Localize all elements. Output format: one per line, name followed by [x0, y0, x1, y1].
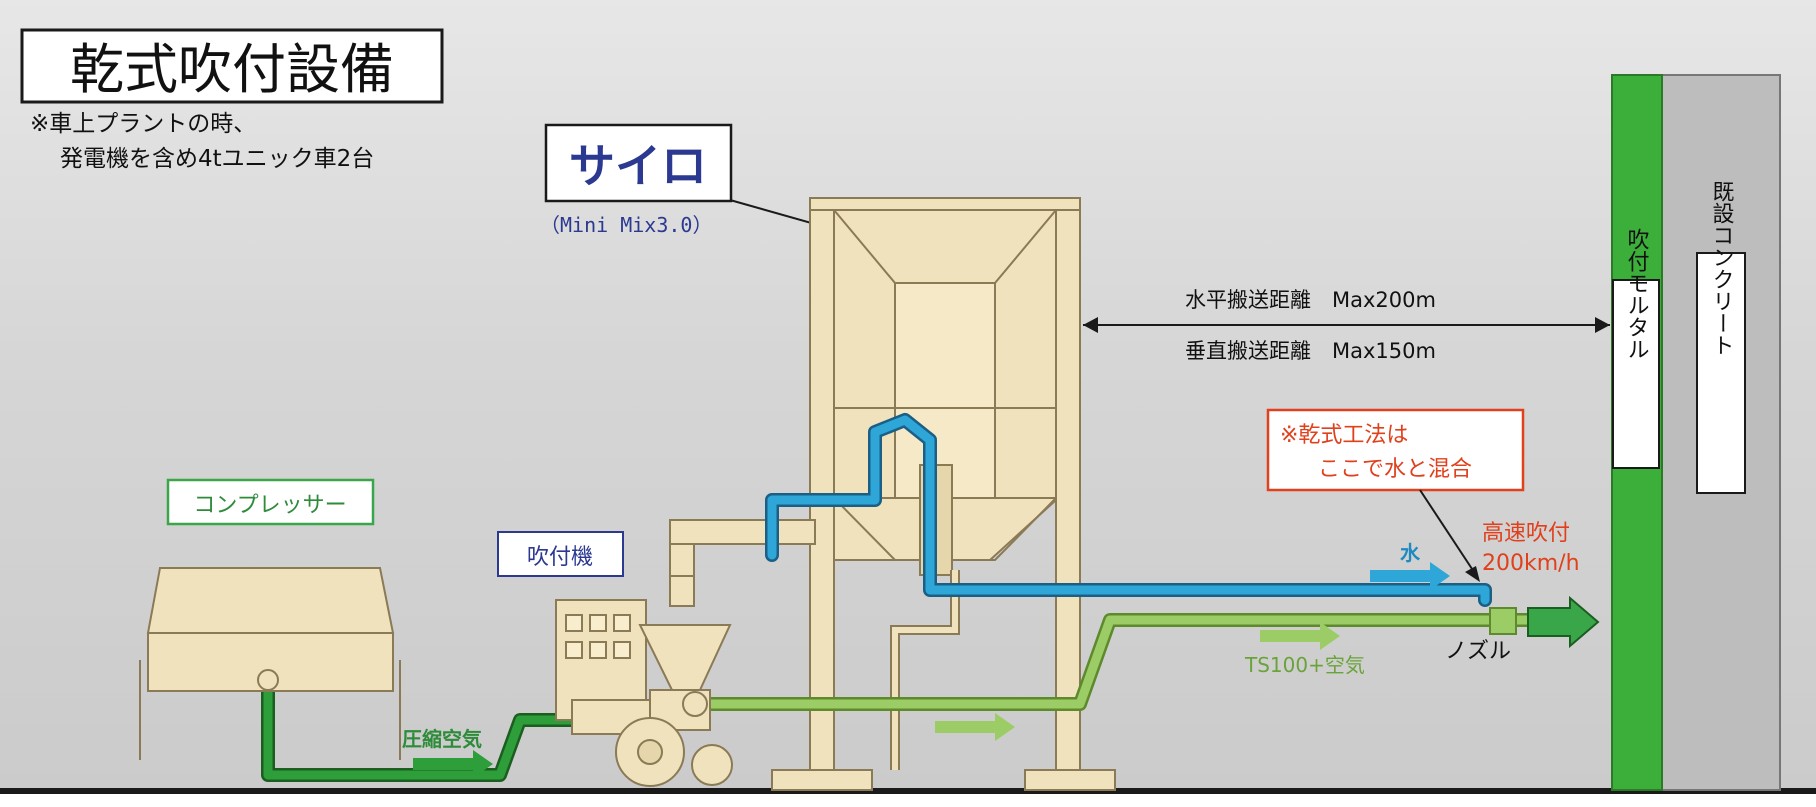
ground-line	[0, 788, 1816, 794]
silo-right-leg	[1055, 199, 1081, 776]
title-text: 乾式吹付設備	[70, 38, 394, 101]
title-box: 乾式吹付設備	[20, 28, 444, 104]
concrete-label-text: 既設コンクリート	[1709, 180, 1734, 356]
distance-double-arrow	[1083, 317, 1610, 333]
mortar-label-text: 吹付モルタル	[1624, 228, 1650, 360]
speed-label-line-2: 200km/h	[1482, 551, 1580, 576]
silo-top-rim	[809, 197, 1081, 211]
sprayer-outlet	[682, 691, 708, 717]
silo-label-box: サイロ	[544, 123, 733, 203]
silo-feed-pipe	[669, 575, 695, 607]
sprayer-machine	[555, 599, 733, 787]
water-flow-label: 水	[1400, 541, 1421, 565]
silo-structure	[669, 197, 1116, 791]
mortar-label-box: 吹付モルタル	[1612, 228, 1660, 469]
silo-right-foot	[1024, 769, 1116, 791]
nozzle	[1489, 595, 1600, 649]
vertical-distance-text: 垂直搬送距離 Max150m	[1185, 339, 1436, 363]
sprayer-label-box: 吹付機	[497, 531, 624, 577]
mixing-callout-line-1: ※乾式工法は	[1280, 423, 1408, 448]
compressor-label-box: コンプレッサー	[166, 478, 375, 526]
spray-arrow	[1527, 595, 1600, 649]
compressor-body	[146, 567, 395, 634]
speed-label-line-1: 高速吹付	[1482, 521, 1570, 546]
mixing-callout-line-2: ここで水と混合	[1318, 457, 1472, 482]
callout-pointer-line	[1419, 489, 1479, 579]
note-line-1: ※車上プラントの時、	[30, 111, 256, 137]
compressor-label-text: コンプレッサー	[193, 493, 346, 518]
concrete-label-box: 既設コンクリート	[1696, 180, 1746, 494]
silo-inner-panel	[894, 282, 996, 499]
note-line-2: 発電機を含め4tユニック車2台	[60, 146, 374, 172]
material-pipe	[700, 613, 1530, 711]
air-pipe	[261, 690, 580, 782]
compressor	[139, 567, 401, 760]
water-pipe	[765, 413, 1492, 607]
silo-discharge-pipe-h	[669, 519, 816, 545]
mixing-callout-box: ※乾式工法は ここで水と混合	[1266, 408, 1525, 492]
water-flow-arrow	[1370, 562, 1450, 590]
sprayer-label-text: 吹付機	[527, 545, 593, 570]
silo-label-text: サイロ	[569, 139, 707, 193]
air-flow-arrow	[413, 750, 493, 778]
horizontal-distance-text: 水平搬送距離 Max200m	[1185, 288, 1436, 312]
control-panel-buttons	[565, 614, 631, 659]
material-flow-arrow-1	[935, 713, 1015, 741]
compressed-air-label: 圧縮空気	[402, 727, 482, 751]
material-flow-arrow-2	[1260, 622, 1340, 650]
sprayer-wheel-hub	[637, 739, 663, 765]
silo-left-leg	[809, 199, 835, 776]
compressor-port	[257, 669, 279, 691]
sprayer-wheel-small	[691, 744, 733, 786]
callout-pointer-arrowhead	[1465, 566, 1480, 582]
silo-model-text: （Mini Mix3.0）	[540, 213, 712, 237]
nozzle-label: ノズル	[1445, 639, 1511, 664]
material-flow-label: TS100+空気	[1244, 653, 1365, 677]
silo-left-foot	[771, 769, 873, 791]
